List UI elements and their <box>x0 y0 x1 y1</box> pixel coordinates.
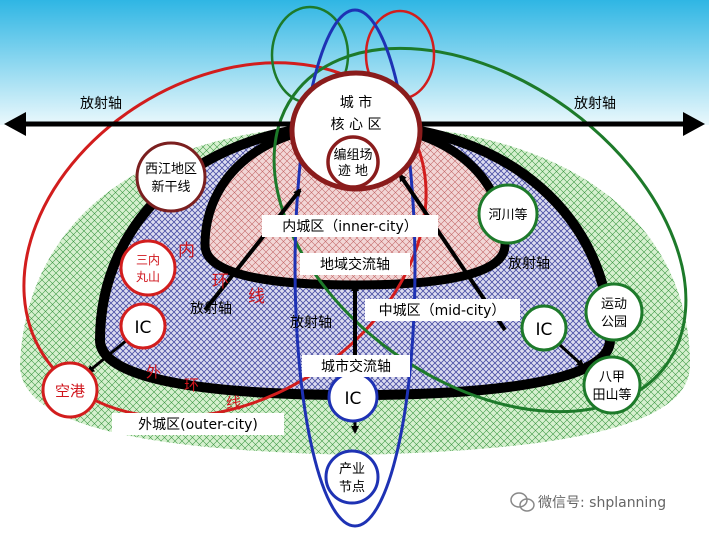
green-loop-right <box>272 46 688 414</box>
inner-ring-char-3: 线 <box>248 287 265 307</box>
airport-node <box>41 361 99 419</box>
hakkoda-label-line1: 八甲 <box>599 370 625 385</box>
inner-city-label: 内城区（inner-city） <box>282 219 418 235</box>
airport-label: 空港 <box>55 382 85 400</box>
industry-label-line2: 节点 <box>339 480 365 495</box>
ic-label-right: IC <box>536 320 553 340</box>
mid-city-label: 中城区（mid-city） <box>379 303 506 319</box>
sports-park-label-line1: 运动 <box>601 297 627 312</box>
watermark-text: 微信号: shplanning <box>538 495 666 511</box>
hakkoda-label-line2: 田山等 <box>592 387 631 403</box>
inner-ring-char-1: 内 <box>178 241 195 261</box>
ic-label-left: IC <box>135 318 152 338</box>
sannei-label-line1: 三内 <box>136 253 160 267</box>
river-node <box>477 183 539 245</box>
xijiang-label-line1: 西江地区 <box>145 162 197 177</box>
xijiang-label-line2: 新干线 <box>151 179 190 195</box>
city-core-label-line1: 城 市 <box>340 94 372 111</box>
city-core-label-line2: 核 心 区 <box>331 117 382 133</box>
outer-ring-char-1: 外 <box>146 363 161 381</box>
radial-axis-right-arrowhead <box>683 112 705 136</box>
ic-label-bottom: IC <box>345 389 362 409</box>
industry-label-line1: 产业 <box>339 462 365 477</box>
industry-node <box>324 449 380 505</box>
ic-node-left <box>119 302 167 350</box>
outer-ring-char-3: 线 <box>226 394 241 412</box>
sports-park-node <box>584 282 644 342</box>
radial-arrow-left <box>203 188 302 312</box>
radial-axis-label-inner-right: 放射轴 <box>508 256 550 272</box>
ic-arrow-right <box>558 343 585 368</box>
radial-axis-label-right: 放射轴 <box>574 96 616 112</box>
urban-axis-loop-blue <box>293 8 417 528</box>
sannei-maruyama-node <box>119 239 177 297</box>
sannei-label-line2: 丸山 <box>136 270 160 284</box>
urban-axis-label: 城市交流轴 <box>321 358 391 375</box>
radial-axis-label-left: 放射轴 <box>80 96 122 112</box>
radial-axis-label-inner-center: 放射轴 <box>290 315 332 331</box>
radial-axis-left-arrowhead <box>4 112 26 136</box>
ic-node-right <box>520 304 568 352</box>
wechat-icon <box>510 492 535 512</box>
railyard-label-line2: 迹 地 <box>338 164 368 179</box>
railyard-node <box>326 135 380 189</box>
city-core-node <box>289 70 423 192</box>
inner-ring-char-2: 环 <box>212 272 229 292</box>
outer-ring-char-2: 环 <box>184 376 199 394</box>
hakkoda-node <box>582 355 642 415</box>
radial-axis-label-inner-left: 放射轴 <box>190 301 232 317</box>
ic-arrow-left <box>86 338 128 374</box>
river-label: 河川等 <box>488 207 527 223</box>
regional-axis-label: 地域交流轴 <box>320 256 390 273</box>
xijiang-node <box>135 141 207 213</box>
sports-park-label-line2: 公园 <box>601 315 627 330</box>
railyard-label-line1: 编组场 <box>333 148 372 163</box>
outer-city-label: 外城区(outer-city) <box>138 417 258 433</box>
